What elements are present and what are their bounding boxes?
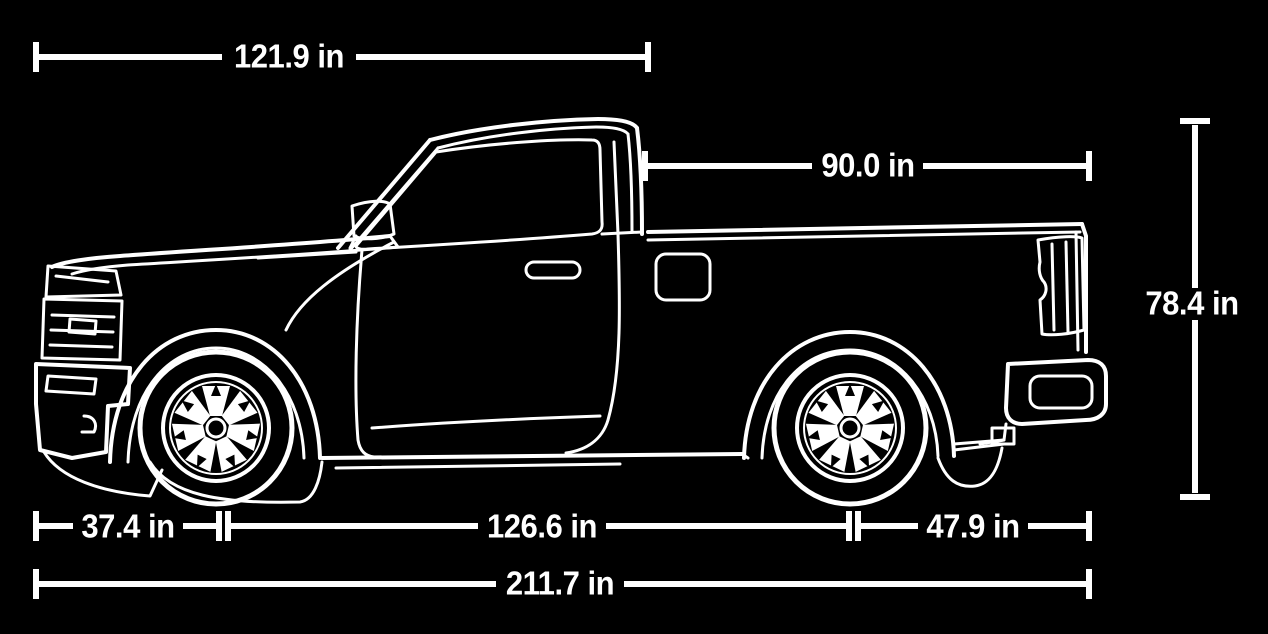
rocker-panel xyxy=(320,452,744,460)
headlight xyxy=(44,264,123,299)
dim-label-bed-length: 90.0 in xyxy=(821,146,915,184)
tow-hook xyxy=(80,414,98,434)
rear-bumper xyxy=(1004,358,1108,426)
side-mirror xyxy=(350,199,396,241)
dim-front-overhang xyxy=(33,511,222,541)
dim-label-front-section-length: 121.9 in xyxy=(233,37,345,75)
roof-line xyxy=(428,117,639,142)
dim-label-overall-length: 211.7 in xyxy=(505,564,615,602)
grille xyxy=(40,297,124,362)
hood-line xyxy=(50,234,392,269)
dimension-lines xyxy=(33,42,1210,599)
dim-label-front-overhang: 37.4 in xyxy=(81,507,175,545)
bumper-step xyxy=(1028,374,1094,410)
dim-label-wheelbase: 126.6 in xyxy=(486,507,598,545)
dim-wheelbase xyxy=(225,511,852,541)
front-wheel xyxy=(140,352,292,504)
dim-overall-length xyxy=(33,569,1092,599)
tailgate-edge xyxy=(1080,222,1088,354)
door-rear-seam xyxy=(564,140,621,455)
dim-bed-length xyxy=(642,151,1092,181)
a-pillar xyxy=(336,138,432,250)
bed-rail xyxy=(646,222,1084,234)
air-dam xyxy=(42,450,164,498)
door-window xyxy=(354,138,604,251)
belt-line xyxy=(256,250,358,260)
taillight xyxy=(1036,235,1086,337)
dim-height xyxy=(1180,118,1210,500)
front-fender-arch xyxy=(108,328,322,464)
truck-body xyxy=(34,117,1108,504)
dim-label-overall-height: 78.4 in xyxy=(1145,284,1239,322)
fuel-door xyxy=(654,252,712,302)
rear-wheel xyxy=(774,352,926,504)
door-front-seam xyxy=(354,248,376,459)
dim-label-rear-overhang: 47.9 in xyxy=(926,507,1020,545)
door-handle xyxy=(524,260,582,280)
rear-fender-arch xyxy=(742,330,956,460)
dim-front-section xyxy=(33,42,651,72)
cab-rear-edge xyxy=(635,126,644,236)
bowtie-emblem xyxy=(67,317,98,336)
fender-crease xyxy=(284,240,396,332)
dim-rear-overhang xyxy=(855,511,1092,541)
